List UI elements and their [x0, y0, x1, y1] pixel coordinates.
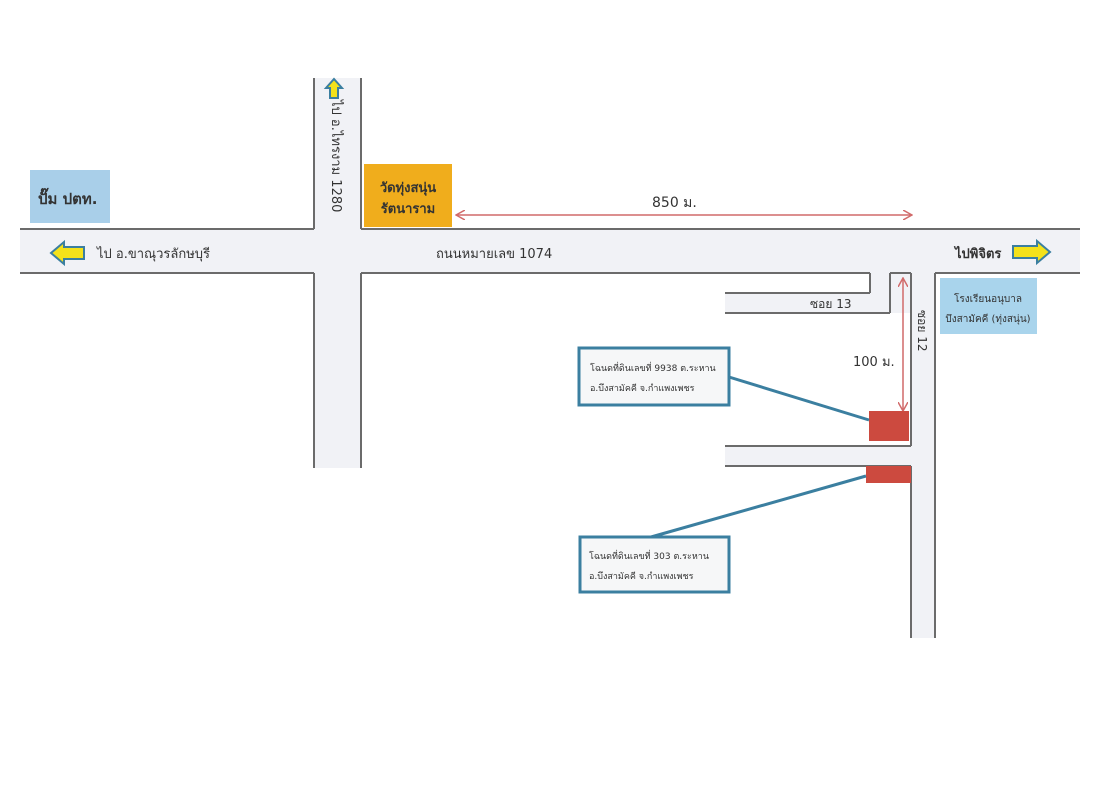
main-road-label: ถนนหมายเลข 1074: [436, 247, 552, 262]
plot-9938-callout: โฉนดที่ดินเลขที่ 9938 ต.ระหาน อ.บึงสามัค…: [577, 346, 870, 422]
soi-13-label: ซอย 13: [810, 297, 851, 311]
north-direction: [323, 77, 345, 99]
east-direction: ไปพิจิตร: [953, 238, 1052, 266]
distance-100m-label: 100 ม.: [853, 355, 895, 370]
gas-station-label: ปั๊ม ปตท.: [38, 187, 97, 208]
distance-850m-label: 850 ม.: [652, 195, 697, 211]
arrow-up-icon: [323, 77, 345, 99]
main-road-1074: [20, 229, 1080, 273]
soi-12-label: ซอย 12: [915, 310, 929, 351]
plot-303-callout-line2: อ.บึงสามัคคี จ.กำแพงเพชร: [589, 571, 694, 582]
plot-303-callout: โฉนดที่ดินเลขที่ 303 ต.ระหาน อ.บึงสามัคค…: [578, 474, 867, 594]
west-direction-label: ไป อ.ขาณุวรลักษบุรี: [96, 246, 210, 262]
school-label-line1: โรงเรียนอนุบาล: [954, 292, 1022, 305]
west-direction: ไป อ.ขาณุวรลักษบุรี: [49, 239, 210, 267]
east-direction-label: ไปพิจิตร: [953, 245, 1001, 262]
plot-9938-callout-line1: โฉนดที่ดินเลขที่ 9938 ต.ระหาน: [590, 361, 716, 374]
arrow-right-icon: [1012, 238, 1052, 266]
plot-303-marker: [866, 466, 911, 483]
plot-9938-callout-line2: อ.บึงสามัคคี จ.กำแพงเพชร: [590, 383, 695, 394]
gas-station-landmark: ปั๊ม ปตท.: [30, 170, 110, 223]
distance-850m: 850 ม.: [456, 195, 912, 215]
plot-9938-marker: [869, 411, 909, 441]
road-network: [20, 78, 1080, 638]
plot-303-callout-line1: โฉนดที่ดินเลขที่ 303 ต.ระหาน: [589, 549, 709, 562]
north-road-label: ไป อ.ไทรงาม 1280: [328, 99, 344, 212]
lower-soi-road: [725, 446, 915, 466]
north-road-1280: [314, 78, 361, 468]
soi-13-road: [725, 293, 890, 313]
arrow-left-icon: [49, 239, 85, 267]
road-edges: [20, 78, 1080, 638]
school-label-line2: บึงสามัคคี (ทุ่งสนุ่น): [945, 313, 1030, 325]
temple-label-line2: รัตนาราม: [381, 202, 435, 217]
temple-landmark: วัดทุ่งสนุ่น รัตนาราม: [364, 164, 452, 227]
distance-100m: 100 ม.: [853, 278, 903, 411]
temple-label-line1: วัดทุ่งสนุ่น: [380, 181, 436, 196]
school-landmark: โรงเรียนอนุบาล บึงสามัคคี (ทุ่งสนุ่น): [940, 278, 1037, 334]
